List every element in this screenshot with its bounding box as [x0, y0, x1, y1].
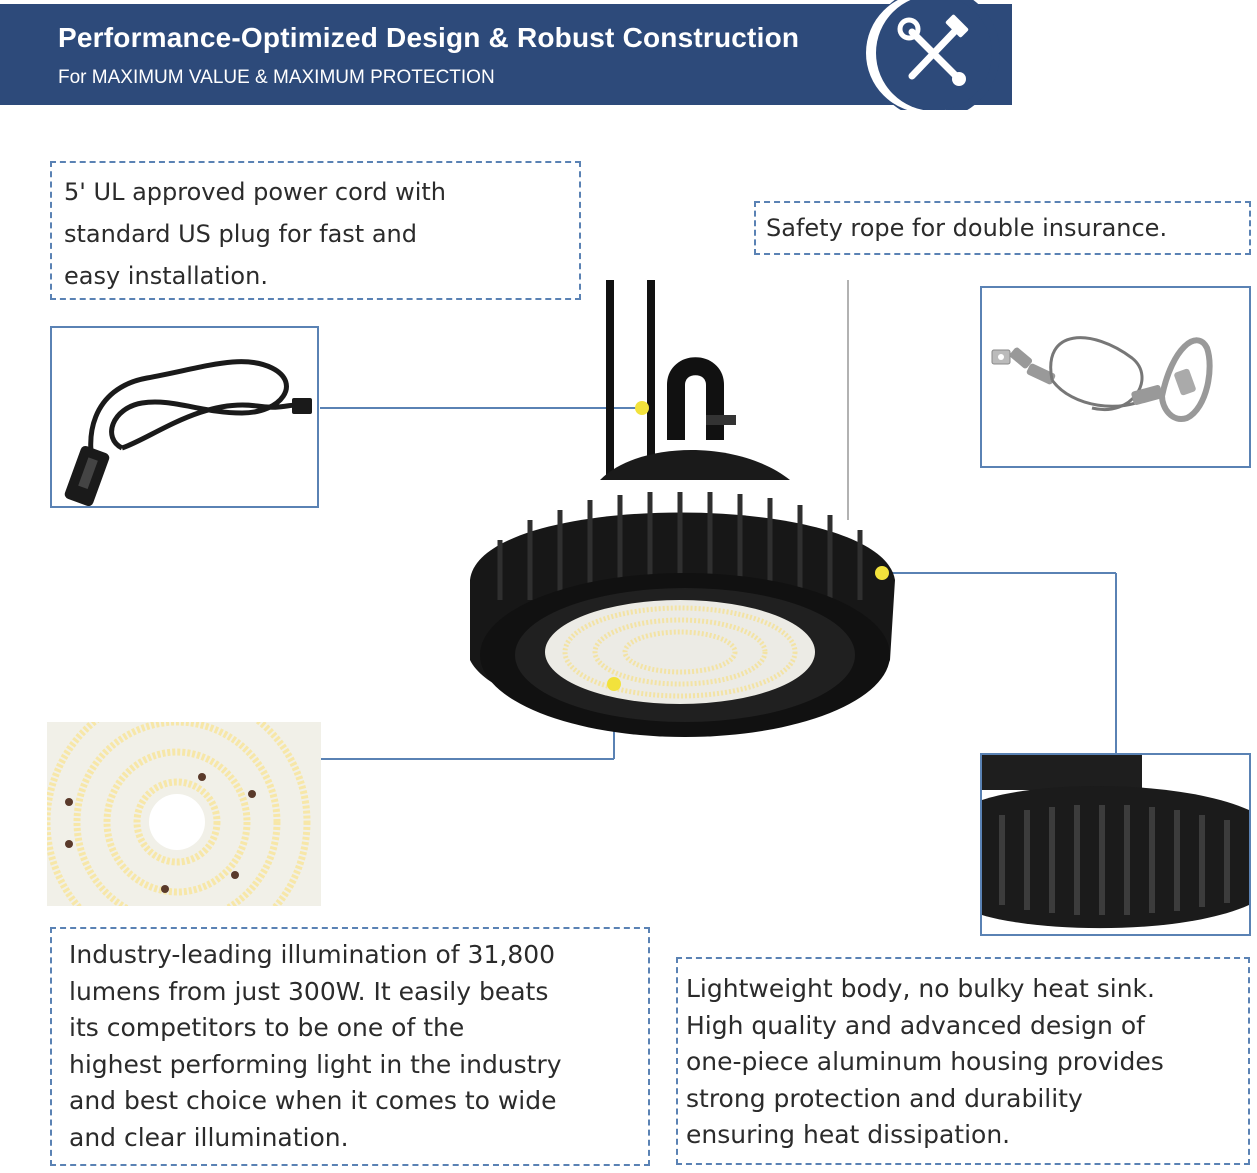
illumination-line-2: lumens from just 300W. It easily beats: [69, 976, 549, 1006]
banner-subtitle: For MAXIMUM VALUE & MAXIMUM PROTECTION: [58, 67, 495, 88]
illumination-line-3: its competitors to be one of the: [69, 1013, 465, 1043]
safety-rope-callout: Safety rope for double insurance.: [754, 201, 1251, 255]
housing-line-4: strong protection and durability: [686, 1083, 1083, 1113]
high-bay-light-image: [470, 280, 895, 737]
power-cord-image: [50, 326, 319, 508]
heat-sink-image: [980, 753, 1251, 936]
housing-line-5: ensuring heat dissipation.: [686, 1120, 1011, 1150]
illumination-line-1: Industry-leading illumination of 31,800: [69, 940, 556, 969]
housing-text: Lightweight body, no bulky heat sink. Hi…: [686, 971, 1246, 1154]
illumination-callout: Industry-leading illumination of 31,800 …: [50, 927, 650, 1166]
power-cord-text: 5' UL approved power cord with standard …: [64, 171, 569, 297]
illumination-line-6: and clear illumination.: [69, 1122, 349, 1152]
led-closeup-image: [47, 722, 321, 906]
safety-rope-text: Safety rope for double insurance.: [766, 214, 1168, 242]
housing-line-1: Lightweight body, no bulky heat sink.: [686, 974, 1155, 1003]
header-banner: Performance-Optimized Design & Robust Co…: [0, 4, 1012, 105]
power-cord-line-3: easy installation.: [64, 262, 268, 290]
housing-line-3: one-piece aluminum housing provides: [686, 1047, 1164, 1077]
illumination-text: Industry-leading illumination of 31,800 …: [69, 937, 639, 1157]
power-cord-line-1: 5' UL approved power cord with: [64, 178, 447, 206]
safety-rope-image: [980, 286, 1251, 468]
banner-title: Performance-Optimized Design & Robust Co…: [58, 22, 800, 53]
illumination-line-4: highest performing light in the industry: [69, 1049, 562, 1079]
illumination-line-5: and best choice when it comes to wide: [69, 1086, 557, 1116]
power-cord-line-2: standard US plug for fast and: [64, 220, 417, 248]
wrench-hammer-icon: [866, 0, 1000, 110]
housing-line-2: High quality and advanced design of: [686, 1010, 1145, 1040]
housing-callout: Lightweight body, no bulky heat sink. Hi…: [676, 957, 1250, 1165]
power-cord-callout: 5' UL approved power cord with standard …: [50, 161, 581, 300]
